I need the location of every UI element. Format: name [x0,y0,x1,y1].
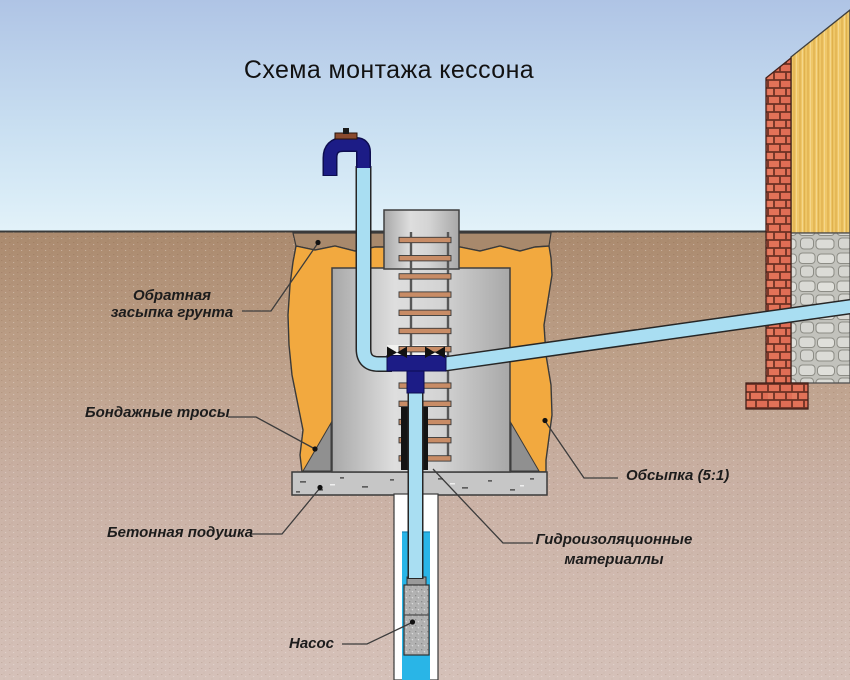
faucet [322,128,371,176]
page-title: Схема монтажа кессона [243,56,535,84]
label-waterproofing-line2: материаллы [564,550,664,568]
tee-manifold [386,355,447,394]
leader-strap-cables [228,416,316,450]
label-pump: Насос [289,635,335,652]
label-waterproofing-line1: Гидроизоляционные [535,531,693,548]
label-concrete-pad: Бетонная подушка [107,524,254,541]
faucet-handle-nub [343,128,349,134]
brick-footing [745,382,809,410]
label-backfill-line2: засыпка грунта [110,304,234,321]
label-backfill: Обратная засыпка грунта [104,287,240,321]
label-strap-cables: Бондажные тросы [85,404,230,421]
leader-dots [312,239,548,625]
riser-pipe [355,165,392,372]
brick-pilaster [765,56,792,385]
shutoff-valves [387,346,445,358]
label-backfill-line1: Обратная [132,287,212,304]
house-wall [790,9,850,234]
leader-waterproofing [432,468,533,544]
strap-wedge-left [302,421,332,472]
leader-lines [228,242,618,645]
label-sand-fill: Обсыпка (5:1) [626,467,730,484]
pipes [322,128,850,579]
sky-background [0,0,850,232]
leader-concrete-pad [252,487,321,535]
submersible-pump [403,576,430,656]
leader-backfill [242,242,319,312]
label-waterproofing: Гидроизоляционные материаллы [533,530,695,569]
pump-body [403,584,430,656]
strap-wedge-right [510,421,540,472]
leader-pump [342,621,413,645]
concrete-pad-highlights [330,483,524,487]
supply-pipe-to-house [442,298,850,372]
leader-sand-fill [544,420,618,479]
